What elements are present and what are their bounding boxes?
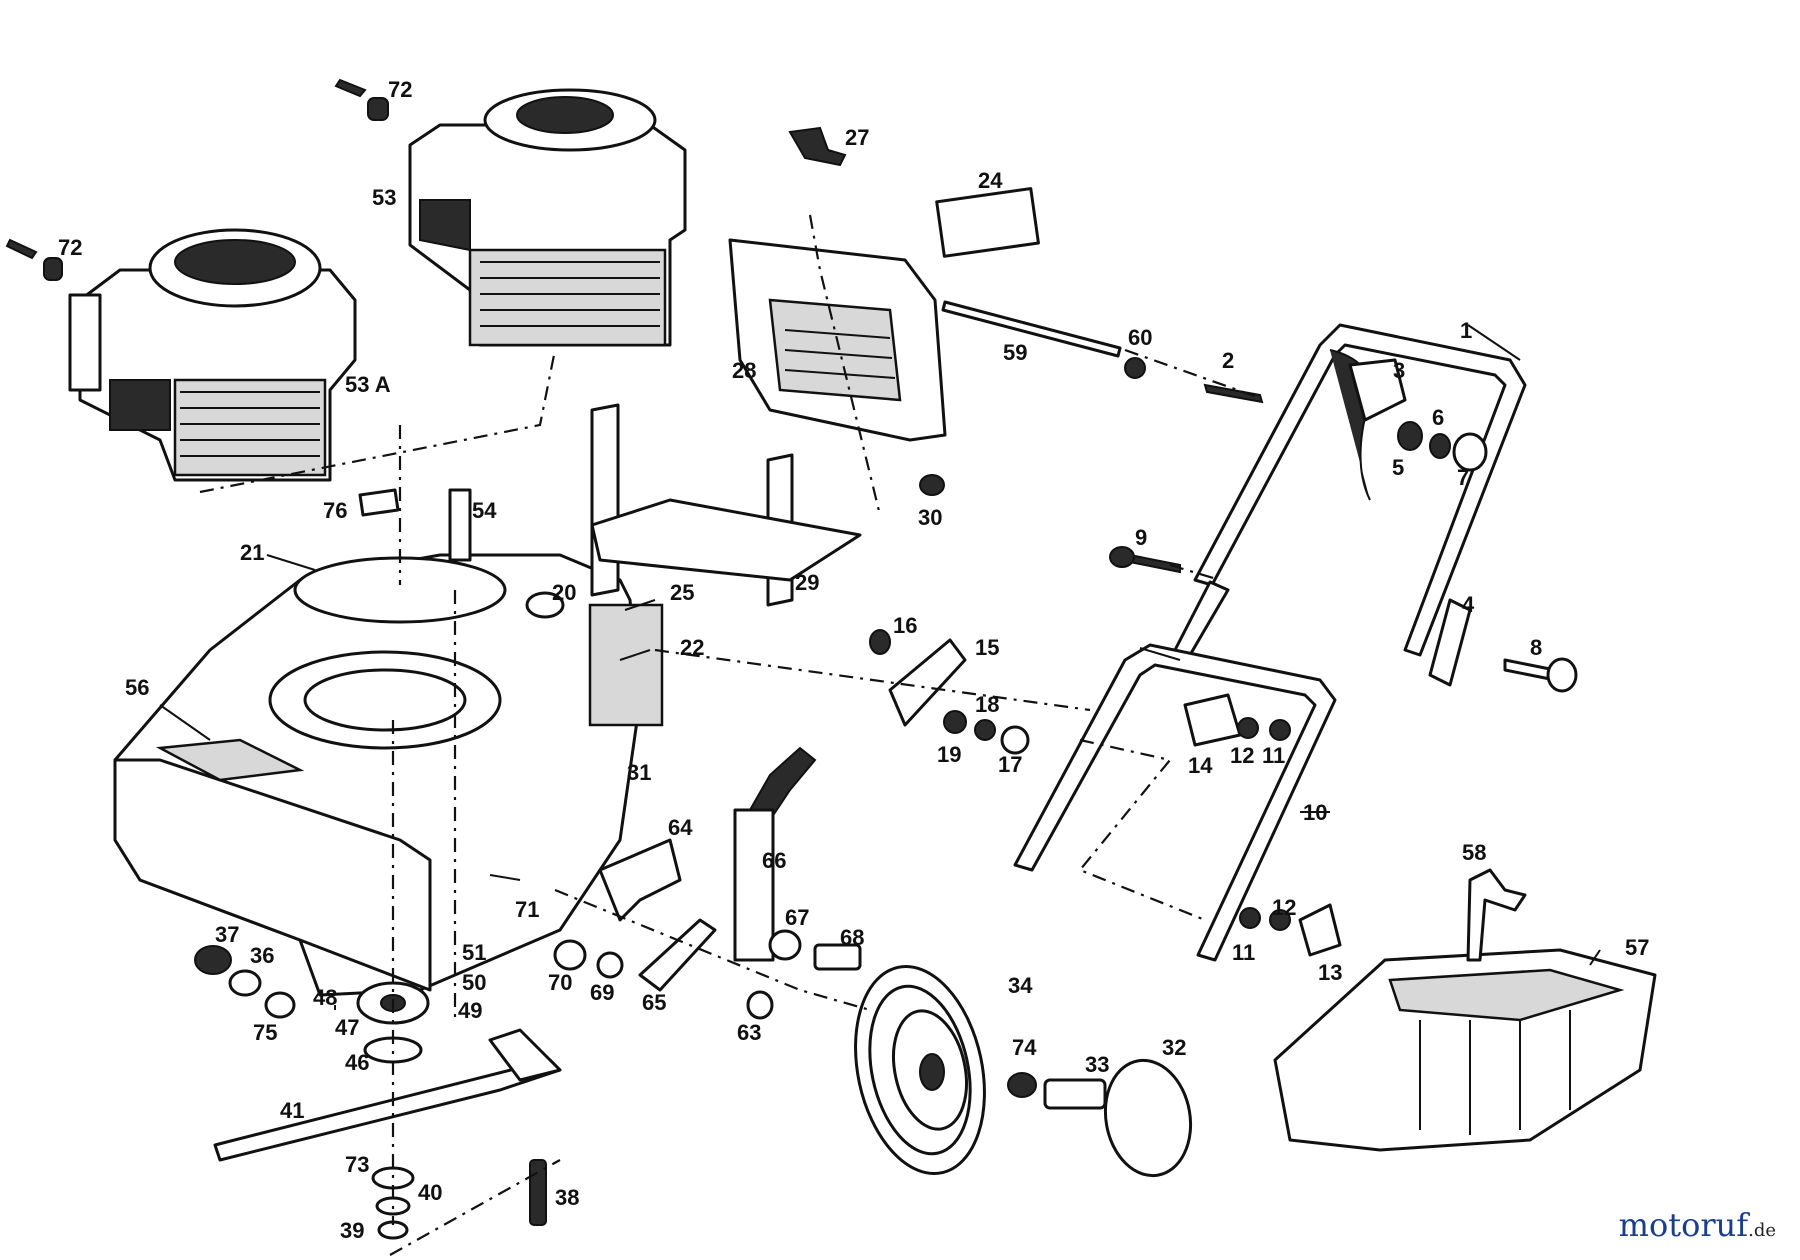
- callout-72b: 72: [58, 235, 82, 260]
- callout-16: 16: [893, 613, 917, 638]
- callout-65: 65: [642, 990, 666, 1015]
- callout-2: 2: [1222, 348, 1234, 373]
- callout-63: 63: [737, 1020, 761, 1045]
- callout-39: 39: [340, 1218, 364, 1243]
- callout-4: 4: [1462, 592, 1475, 617]
- mower-deck: [113, 553, 664, 997]
- callout-70: 70: [548, 970, 572, 995]
- callout-11b: 11: [1232, 940, 1255, 965]
- callout-3: 3: [1393, 358, 1405, 383]
- callout-53: 53: [372, 185, 396, 210]
- callout-14: 14: [1188, 753, 1213, 778]
- callout-9: 9: [1135, 525, 1147, 550]
- leader-lines: [159, 324, 1601, 1010]
- callout-69: 69: [590, 980, 614, 1005]
- callout-60: 60: [1128, 325, 1152, 350]
- callout-29: 29: [795, 570, 819, 595]
- callout-20: 20: [552, 580, 576, 605]
- callout-74: 74: [1012, 1035, 1037, 1060]
- callout-67: 67: [785, 905, 809, 930]
- callout-5: 5: [1392, 455, 1404, 480]
- callout-72a: 72: [388, 77, 412, 102]
- callout-73: 73: [345, 1152, 369, 1177]
- callout-64: 64: [668, 815, 693, 840]
- callout-40: 40: [418, 1180, 442, 1205]
- callout-7: 7: [1457, 465, 1469, 490]
- callout-71: 71: [515, 897, 539, 922]
- callout-15: 15: [975, 635, 999, 660]
- lever-27: [788, 126, 1122, 358]
- watermark-brand: motoruf: [1618, 1206, 1749, 1244]
- callout-8: 8: [1530, 635, 1542, 660]
- watermark-tld: .de: [1748, 1220, 1776, 1241]
- callout-36: 36: [250, 943, 274, 968]
- callout-38: 38: [555, 1185, 579, 1210]
- wheel-34: [854, 964, 1193, 1178]
- callout-32: 32: [1162, 1035, 1186, 1060]
- callout-66: 66: [762, 848, 786, 873]
- callout-54: 54: [472, 498, 497, 523]
- assembly-lines: [199, 214, 1261, 1256]
- callout-49: 49: [458, 998, 482, 1023]
- callout-10: 10: [1303, 800, 1327, 825]
- discharge-chute-66: [733, 746, 817, 962]
- callout-17: 17: [998, 752, 1022, 777]
- callout-30: 30: [918, 505, 942, 530]
- engine-53: [408, 88, 687, 347]
- handle-lower-10: [1013, 643, 1337, 962]
- callout-76: 76: [323, 498, 347, 523]
- callout-37: 37: [215, 922, 239, 947]
- callout-27: 27: [845, 125, 869, 150]
- callout-59: 59: [1003, 340, 1027, 365]
- callout-56: 56: [125, 675, 149, 700]
- callout-75: 75: [253, 1020, 277, 1045]
- blade-41: [213, 981, 562, 1240]
- callout-41: 41: [280, 1098, 304, 1123]
- callout-12a: 12: [1230, 743, 1254, 768]
- grass-catcher-57: [1273, 868, 1657, 1152]
- callout-58: 58: [1462, 840, 1486, 865]
- callout-68: 68: [840, 925, 864, 950]
- callout-48: 48: [313, 985, 337, 1010]
- callout-22: 22: [680, 635, 704, 660]
- callout-1: 1: [1460, 318, 1472, 343]
- engine-53a: [68, 228, 357, 482]
- callout-28: 28: [732, 358, 756, 383]
- callout-21: 21: [240, 540, 264, 565]
- callout-24: 24: [978, 168, 1003, 193]
- callout-12b: 12: [1272, 895, 1296, 920]
- callout-50: 50: [462, 970, 486, 995]
- motoruf-watermark: motoruf.de: [1619, 1206, 1776, 1244]
- callout-57: 57: [1625, 935, 1649, 960]
- callout-33: 33: [1085, 1052, 1109, 1077]
- callout-labels: 1 2 3 4 5 6 7 8 9 10 11 12 13 14 15 16 1…: [58, 77, 1649, 1243]
- callout-25: 25: [670, 580, 694, 605]
- callout-19: 19: [937, 742, 961, 767]
- frame-holder-29: [590, 403, 862, 607]
- axle-hardware: [194, 838, 1107, 1110]
- callout-13: 13: [1318, 960, 1342, 985]
- callout-53a: 53 A: [345, 372, 391, 397]
- callout-47: 47: [335, 1015, 359, 1040]
- callout-11a: 11: [1262, 743, 1285, 768]
- callout-18: 18: [975, 692, 999, 717]
- callout-46: 46: [345, 1050, 369, 1075]
- callout-6: 6: [1432, 405, 1444, 430]
- handle-hardware: [358, 357, 1578, 957]
- callout-31: 31: [627, 760, 651, 785]
- callout-34: 34: [1008, 973, 1033, 998]
- callout-51: 51: [462, 940, 486, 965]
- bolt-72-pair: [5, 78, 389, 281]
- handle-upper-1: [1173, 323, 1527, 657]
